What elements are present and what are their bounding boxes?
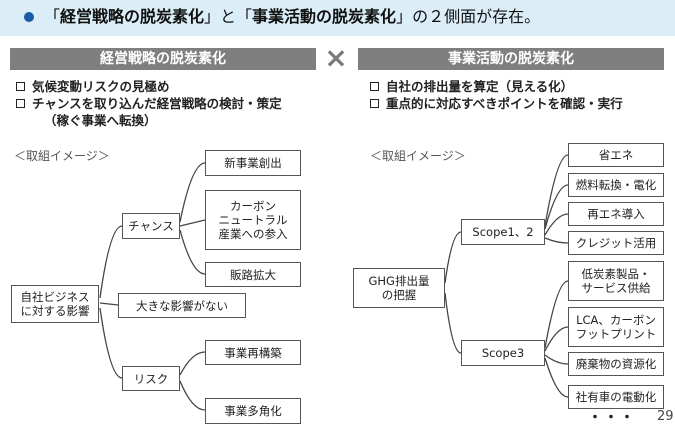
connector-scope3-item — [544, 357, 569, 398]
connector-risk-item — [179, 380, 206, 411]
node-no-big-impact: 大きな影響がない — [118, 293, 246, 318]
node-renewable-energy: 再エネ導入 — [568, 202, 664, 226]
right-bullet-list: 自社の排出量を算定（見える化） 重点的に対応すべきポイントを確認・実行 — [368, 78, 623, 112]
connector-chance-item — [179, 162, 206, 223]
node-risk: リスク — [122, 366, 180, 391]
left-bullet-item: 気候変動リスクの見極め — [14, 78, 282, 95]
connector-scope3-item — [544, 280, 569, 349]
left-caption: ＜取組イメージ＞ — [14, 149, 110, 163]
checkbox-square-icon — [370, 82, 379, 91]
connector-root-scope3 — [444, 292, 462, 354]
connector-root-chance — [99, 225, 123, 299]
right-caption: ＜取組イメージ＞ — [370, 149, 466, 163]
left-bullet-item: チャンスを取り込んだ経営戦略の検討・策定 — [14, 95, 282, 112]
connector-chance-item — [179, 229, 206, 275]
connector-scope12-item — [544, 213, 569, 236]
right-bullet-item: 重点的に対応すべきポイントを確認・実行 — [368, 95, 623, 112]
node-company-car-electrification: 社有車の電動化 — [568, 385, 664, 409]
connector-scope12-item — [544, 237, 569, 244]
node-low-carbon-products: 低炭素製品・ サービス供給 — [568, 261, 664, 301]
left-bullet-list: 気候変動リスクの見極め チャンスを取り込んだ経営戦略の検討・策定 （稼ぐ事業へ転… — [14, 78, 282, 129]
right-section-header: 事業活動の脱炭素化 — [358, 48, 664, 70]
connector-root-impact — [99, 302, 119, 306]
top-banner: 「経営戦略の脱炭素化」と「事業活動の脱炭素化」の２側面が存在。 — [0, 0, 675, 36]
node-waste-recycling: 廃棄物の資源化 — [568, 352, 664, 376]
page-number: 29 — [657, 409, 674, 424]
banner-bullet-icon — [24, 12, 34, 22]
connector-scope12-item — [544, 184, 569, 230]
node-ghg-emissions: GHG排出量 の把握 — [353, 268, 445, 308]
connector-scope3-item — [544, 354, 569, 365]
checkbox-square-icon — [370, 99, 379, 108]
node-lca-carbon-footprint: LCA、カーボン フットプリント — [568, 307, 664, 347]
node-fuel-conversion: 燃料転換・電化 — [568, 173, 664, 197]
node-energy-saving: 省エネ — [568, 143, 664, 167]
node-chance: チャンス — [122, 213, 180, 239]
ellipsis: ・・・ — [588, 410, 636, 426]
node-new-business: 新事業創出 — [205, 150, 301, 176]
banner-text: 「経営戦略の脱炭素化」と「事業活動の脱炭素化」の２側面が存在。 — [44, 7, 541, 26]
node-own-business-impact: 自社ビジネス に対する影響 — [11, 285, 99, 323]
connector-scope3-item — [544, 326, 569, 352]
connector-scope12-item — [544, 154, 569, 227]
node-sales-expansion: 販路拡大 — [205, 262, 301, 287]
right-bullet-item: 自社の排出量を算定（見える化） — [368, 78, 623, 95]
node-business-restructuring: 事業再構築 — [205, 340, 301, 365]
node-business-diversification: 事業多角化 — [205, 398, 301, 424]
node-scope3: Scope3 — [461, 340, 545, 366]
connector-root-scope12 — [444, 231, 462, 284]
node-scope12: Scope1、2 — [461, 219, 545, 245]
checkbox-square-icon — [16, 99, 25, 108]
cross-icon: × — [324, 41, 348, 74]
left-bullet-continuation: （稼ぐ事業へ転換） — [44, 113, 157, 128]
checkbox-square-icon — [16, 82, 25, 91]
node-carbon-neutral-industry: カーボン ニュートラル 産業への参入 — [205, 190, 301, 250]
connector-chance-item — [179, 219, 206, 227]
connector-root-risk — [99, 307, 123, 379]
left-section-header: 経営戦略の脱炭素化 — [10, 48, 316, 70]
node-credit-use: クレジット活用 — [568, 231, 664, 255]
connector-risk-item — [179, 351, 206, 376]
